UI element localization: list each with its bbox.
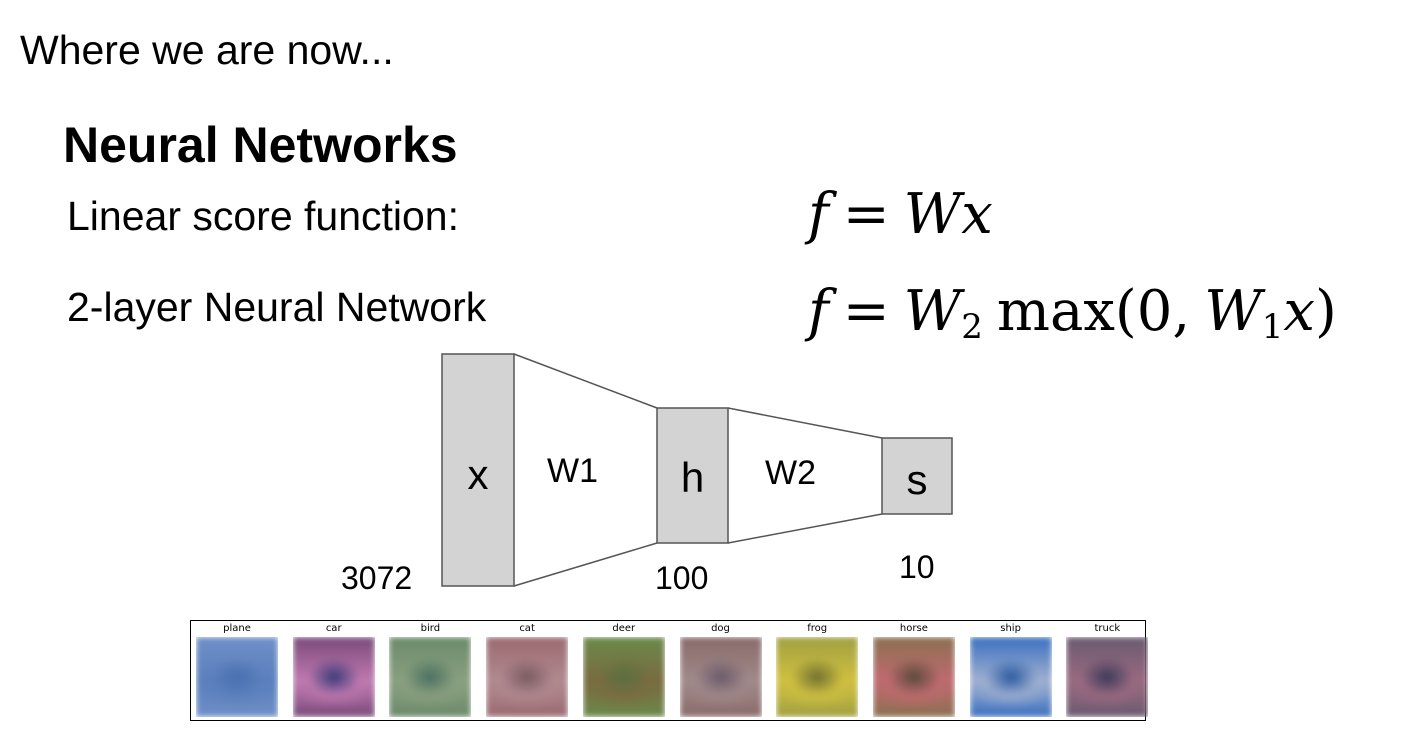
class-template-label: horse [899,623,928,634]
class-template-image [582,637,665,717]
class-template-label: dog [711,623,730,634]
class-template-plane: plane [196,621,278,721]
weight-w2-label: W2 [765,454,816,492]
class-template-image [1066,637,1149,717]
class-template-horse: horse [872,621,955,721]
class-template-image [872,637,955,717]
formula-f: f [808,182,829,247]
connector-x-h-bottom [513,542,658,587]
class-template-deer: deer [582,621,665,721]
formula-max: max(0, [996,279,1191,344]
output-layer-label: s [906,456,928,503]
class-template-label: cat [519,623,535,634]
formula-x: x [1283,279,1316,344]
input-layer-box [441,353,515,587]
formula-w1-subscript: 1 [1261,307,1284,347]
connector-h-s-top [727,407,883,439]
class-template-image [776,637,859,717]
connector-lines [513,353,883,587]
output-dimension: 10 [899,549,935,585]
two-layer-network-label: 2-layer Neural Network [67,284,487,330]
class-template-image [196,637,278,717]
class-template-image [389,637,472,717]
formula-w2-subscript: 2 [961,307,983,347]
class-template-frog: frog [776,621,859,721]
class-template-label: ship [1000,623,1021,634]
class-template-ship: ship [969,621,1052,721]
class-template-strip: plane car bird cat deer dog frog horse ship truck [190,620,1149,721]
class-template-image [486,637,569,717]
slide-title: Neural Networks [63,117,458,173]
class-template-label: plane [223,623,251,634]
weight-w1-label: W1 [547,452,598,490]
hidden-layer-label: h [680,454,705,501]
linear-score-formula: f=Wx [808,183,993,247]
hidden-layer-box [656,407,729,544]
connector-h-s-bottom [727,513,883,544]
formula-equals: = [842,182,890,247]
class-template-label: car [325,623,342,634]
class-template-label: deer [612,623,636,634]
class-template-label: truck [1094,623,1121,634]
input-dimension: 3072 [341,560,413,596]
class-template-image [969,637,1052,717]
class-template-label: bird [420,623,441,634]
class-template-image [679,637,762,717]
formula-f: f [808,279,829,344]
formula-w1: W [1204,279,1262,344]
class-template-truck: truck [1066,621,1149,721]
output-layer-box [881,437,953,515]
class-template-dog: dog [679,621,762,721]
class-template-cat: cat [486,621,569,721]
class-template-car: car [292,621,375,721]
input-layer-label: x [467,451,489,498]
formula-w2: W [903,279,962,344]
connector-x-h-top [513,353,658,409]
slide-heading: Where we are now... [20,27,394,73]
class-template-bird: bird [389,621,472,721]
hidden-dimension: 100 [655,560,709,596]
formula-equals: = [842,279,890,344]
formula-x: x [961,182,993,247]
class-template-image [292,637,375,717]
network-diagram [441,353,953,587]
linear-score-label: Linear score function: [67,193,460,239]
formula-close-paren: ) [1315,279,1337,344]
formula-w: W [903,182,962,247]
class-template-label: frog [807,623,828,634]
